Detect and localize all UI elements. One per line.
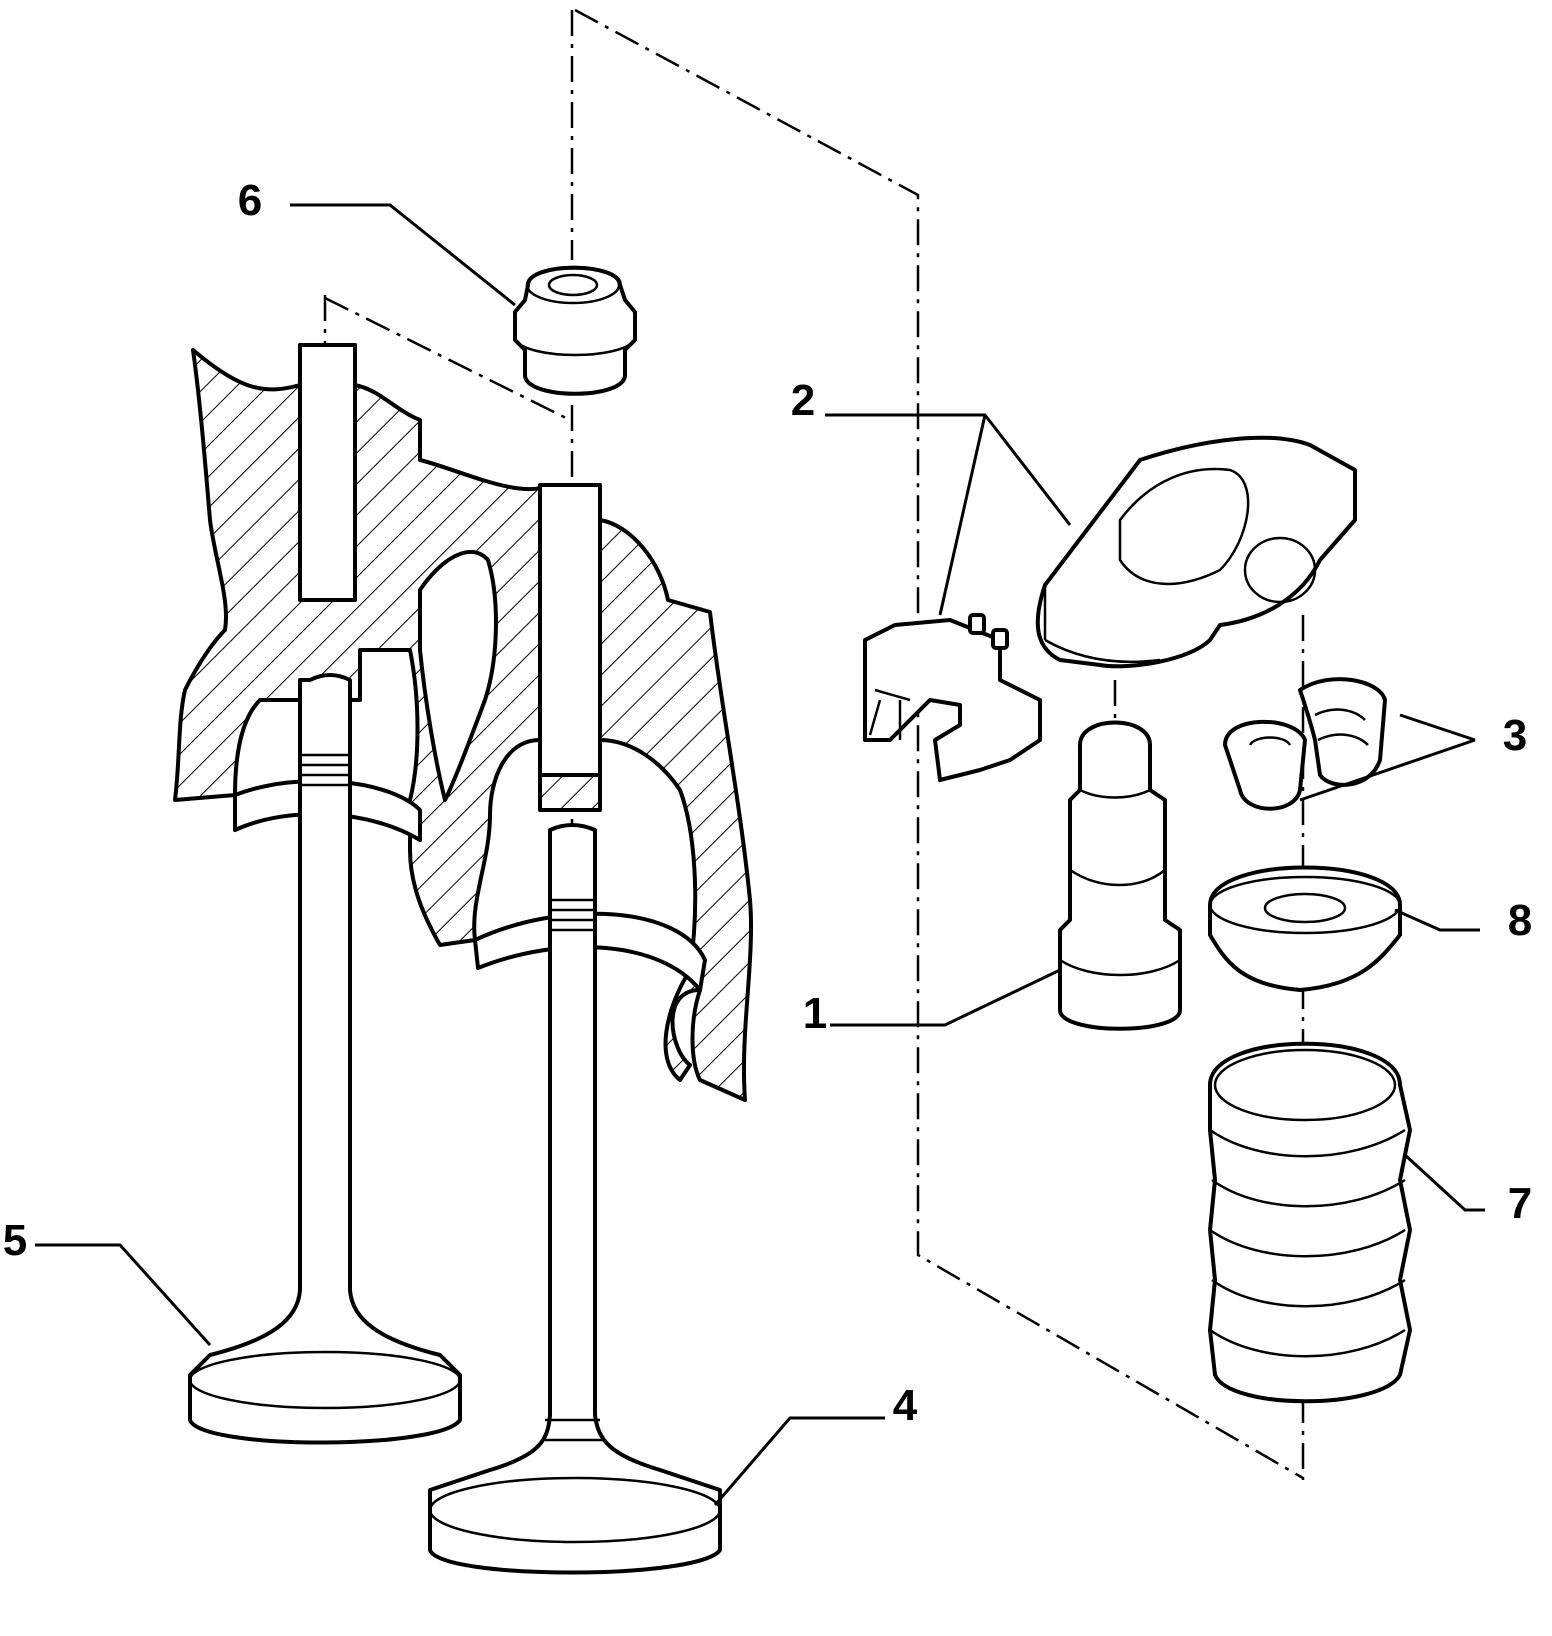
valve-collets xyxy=(1223,677,1387,811)
leader-3a xyxy=(1399,713,1476,742)
callout-8: 8 xyxy=(1508,896,1532,945)
callout-7: 7 xyxy=(1508,1179,1532,1228)
spring-retainer xyxy=(1208,865,1402,992)
leader-2a xyxy=(825,413,1072,526)
leader-5 xyxy=(35,1243,212,1347)
callout-4: 4 xyxy=(893,1381,918,1430)
exhaust-valve xyxy=(188,673,462,1445)
leader-1 xyxy=(830,968,1061,1027)
callout-5: 5 xyxy=(3,1216,27,1265)
callout-3: 3 xyxy=(1503,711,1527,760)
cylinder-head-section xyxy=(173,343,754,1102)
hydraulic-tappet xyxy=(1058,720,1182,1031)
leader-6 xyxy=(290,203,516,307)
leader-8 xyxy=(1394,908,1480,932)
rocker-clip xyxy=(863,613,1042,782)
callout-1: 1 xyxy=(803,989,827,1038)
leader-4 xyxy=(713,1416,885,1506)
rocker-arm xyxy=(1035,435,1357,669)
intake-valve xyxy=(428,823,722,1575)
callout-6: 6 xyxy=(238,176,262,225)
valve-spring xyxy=(1208,1041,1412,1404)
leader-lines xyxy=(35,203,1485,1506)
leader-3b xyxy=(1299,738,1476,802)
callout-2: 2 xyxy=(791,376,815,425)
valve-stem-seal xyxy=(513,265,637,396)
leader-7 xyxy=(1403,1153,1485,1212)
callout-labels: 6 2 3 8 1 7 5 4 xyxy=(3,176,1532,1430)
leader-2b xyxy=(938,414,987,616)
